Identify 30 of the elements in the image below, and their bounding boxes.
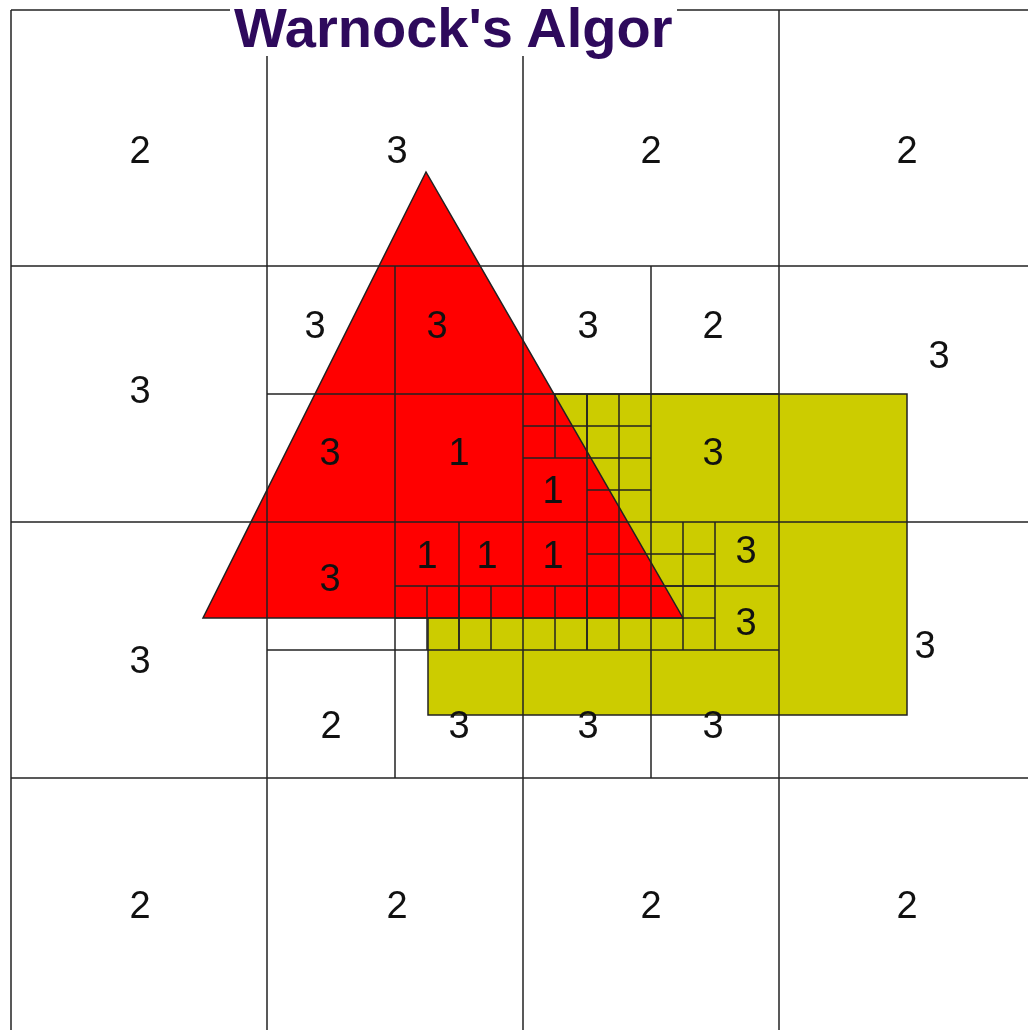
- cell-number: 1: [542, 471, 564, 509]
- cell-number: 1: [476, 536, 498, 574]
- cell-number: 3: [129, 641, 151, 679]
- cell-number: 3: [928, 336, 950, 374]
- cell-number: 3: [914, 626, 936, 664]
- cell-number: 2: [896, 886, 918, 924]
- cell-number: 2: [129, 886, 151, 924]
- cell-number: 3: [577, 306, 599, 344]
- cell-number: 2: [386, 886, 408, 924]
- cell-number: 3: [426, 306, 448, 344]
- cell-number: 2: [129, 131, 151, 169]
- cell-number: 3: [702, 706, 724, 744]
- cell-number: 3: [448, 706, 470, 744]
- cell-number: 3: [319, 559, 341, 597]
- cell-number: 3: [577, 706, 599, 744]
- cell-number: 1: [448, 433, 470, 471]
- cell-number: 2: [640, 886, 662, 924]
- cell-number: 2: [640, 131, 662, 169]
- cell-number: 3: [735, 531, 757, 569]
- cell-number: 3: [319, 433, 341, 471]
- cell-number: 3: [304, 306, 326, 344]
- cell-number: 3: [386, 131, 408, 169]
- cell-number: 3: [702, 433, 724, 471]
- cell-number: 2: [702, 306, 724, 344]
- cell-number: 1: [542, 536, 564, 574]
- cell-number: 3: [735, 603, 757, 641]
- cell-number: 3: [129, 371, 151, 409]
- cell-number: 2: [320, 706, 342, 744]
- cell-number: 1: [416, 536, 438, 574]
- cell-number: 2: [896, 131, 918, 169]
